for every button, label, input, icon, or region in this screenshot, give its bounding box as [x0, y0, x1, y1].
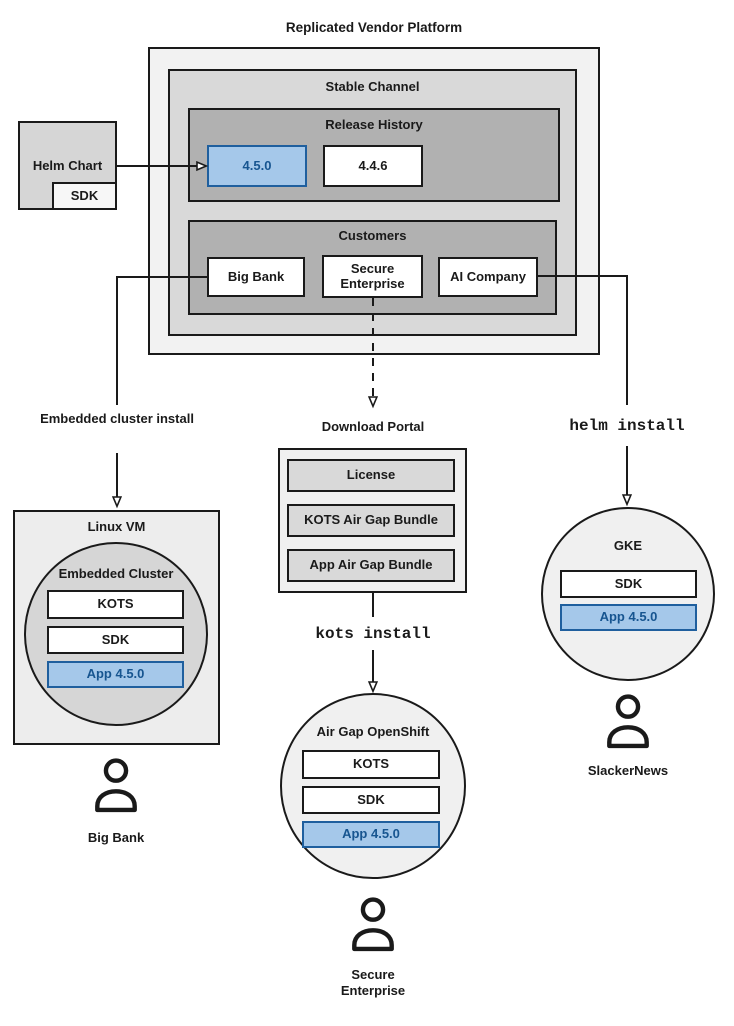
- user-body-icon: [95, 789, 137, 813]
- big-bank-user-icon: [95, 758, 137, 813]
- air-gap-openshift-label: Air Gap OpenShift: [316, 724, 430, 739]
- user-head-icon: [103, 758, 129, 783]
- customers-label: Customers: [338, 228, 407, 243]
- release-version-446: 4.4.6: [323, 145, 423, 187]
- customer-big-bank: Big Bank: [207, 257, 305, 297]
- line-big-bank-out: [116, 276, 207, 405]
- stable-channel-label: Stable Channel: [325, 79, 420, 94]
- user-head-icon: [360, 897, 386, 922]
- openshift-sdk-box: SDK: [302, 786, 440, 814]
- gke-label: GKE: [613, 538, 643, 553]
- portal-app-bundle-box: App Air Gap Bundle: [287, 549, 455, 582]
- release-history-label: Release History: [325, 117, 423, 132]
- user-body-icon: [352, 928, 394, 952]
- embedded-kots-box: KOTS: [47, 590, 184, 619]
- gke-sdk-box: SDK: [560, 570, 697, 598]
- slackernews-user-label: SlackerNews: [587, 763, 669, 778]
- release-version-450: 4.5.0: [207, 145, 307, 187]
- user-head-icon: [615, 694, 641, 719]
- diagram-title: Replicated Vendor Platform: [285, 20, 463, 35]
- embedded-install-label: Embedded cluster install: [40, 411, 194, 426]
- openshift-kots-box: KOTS: [302, 750, 440, 779]
- openshift-app-box: App 4.5.0: [302, 821, 440, 848]
- linux-vm-label: Linux VM: [87, 519, 146, 534]
- portal-license-box: License: [287, 459, 455, 492]
- helm-install-label: helm install: [569, 417, 685, 435]
- portal-kots-bundle-box: KOTS Air Gap Bundle: [287, 504, 455, 537]
- line-ai-company-out: [538, 275, 628, 405]
- gke-app-box: App 4.5.0: [560, 604, 697, 631]
- secure-enterprise-user-icon: [352, 897, 394, 952]
- secure-enterprise-user-label: Secure Enterprise: [340, 967, 406, 998]
- customer-ai-company: AI Company: [438, 257, 538, 297]
- embedded-app-box: App 4.5.0: [47, 661, 184, 688]
- embedded-cluster-label: Embedded Cluster: [58, 566, 174, 581]
- slackernews-user-icon: [607, 694, 649, 749]
- helm-chart-sdk-box: SDK: [52, 182, 117, 210]
- embedded-sdk-box: SDK: [47, 626, 184, 654]
- user-body-icon: [607, 725, 649, 749]
- download-portal-label: Download Portal: [321, 419, 425, 434]
- helm-chart-label: Helm Chart: [32, 158, 103, 173]
- kots-install-label: kots install: [315, 625, 431, 643]
- big-bank-user-label: Big Bank: [87, 830, 145, 845]
- customer-secure-enterprise: Secure Enterprise: [322, 255, 423, 298]
